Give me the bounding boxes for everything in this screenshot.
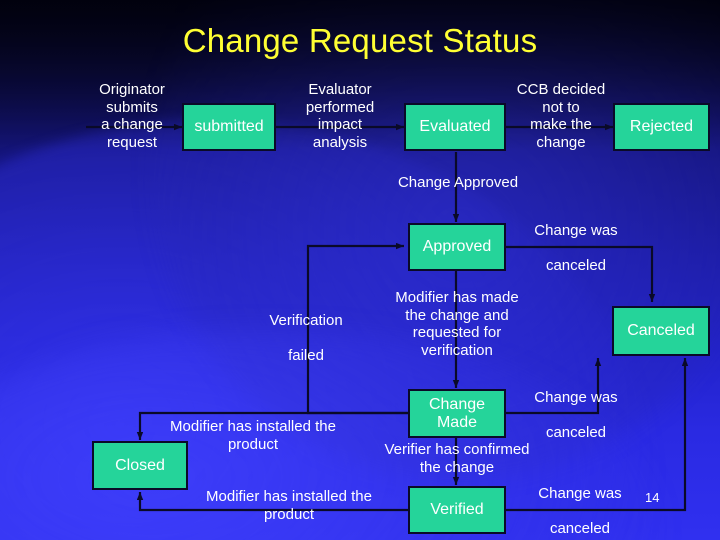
label-ccb-rejects: CCB decided not to make the change	[516, 81, 606, 151]
label-verification-failed: Verification failed	[269, 312, 343, 365]
label-change-approved: Change Approved	[397, 174, 519, 191]
label-modifier-made-change: Modifier has made the change and request…	[395, 289, 519, 359]
background-dark-band	[0, 0, 720, 150]
state-box-closed[interactable]: Closed	[92, 441, 188, 490]
label-evaluator-impact: Evaluator performed impact analysis	[305, 81, 375, 151]
label-change-made-canceled: Change was canceled	[534, 389, 618, 442]
label-verified-canceled: Change was canceled	[538, 485, 622, 538]
page-number: 14	[645, 490, 660, 505]
page-title: Change Request Status	[182, 22, 538, 59]
state-box-evaluated[interactable]: Evaluated	[404, 103, 506, 151]
state-box-verified[interactable]: Verified	[408, 486, 506, 534]
state-box-submitted[interactable]: submitted	[182, 103, 276, 151]
label-approved-canceled: Change was canceled	[534, 222, 618, 275]
state-box-change-made[interactable]: Change Made	[408, 389, 506, 438]
label-verifier-confirmed: Verifier has confirmed the change	[384, 441, 530, 476]
state-box-approved[interactable]: Approved	[408, 223, 506, 271]
label-originator-submits: Originator submits a change request	[99, 81, 165, 151]
state-box-rejected[interactable]: Rejected	[613, 103, 710, 151]
label-modifier-installed-top: Modifier has installed the product	[170, 418, 336, 453]
state-box-canceled[interactable]: Canceled	[612, 306, 710, 356]
label-modifier-installed-bottom: Modifier has installed the product	[206, 488, 372, 523]
